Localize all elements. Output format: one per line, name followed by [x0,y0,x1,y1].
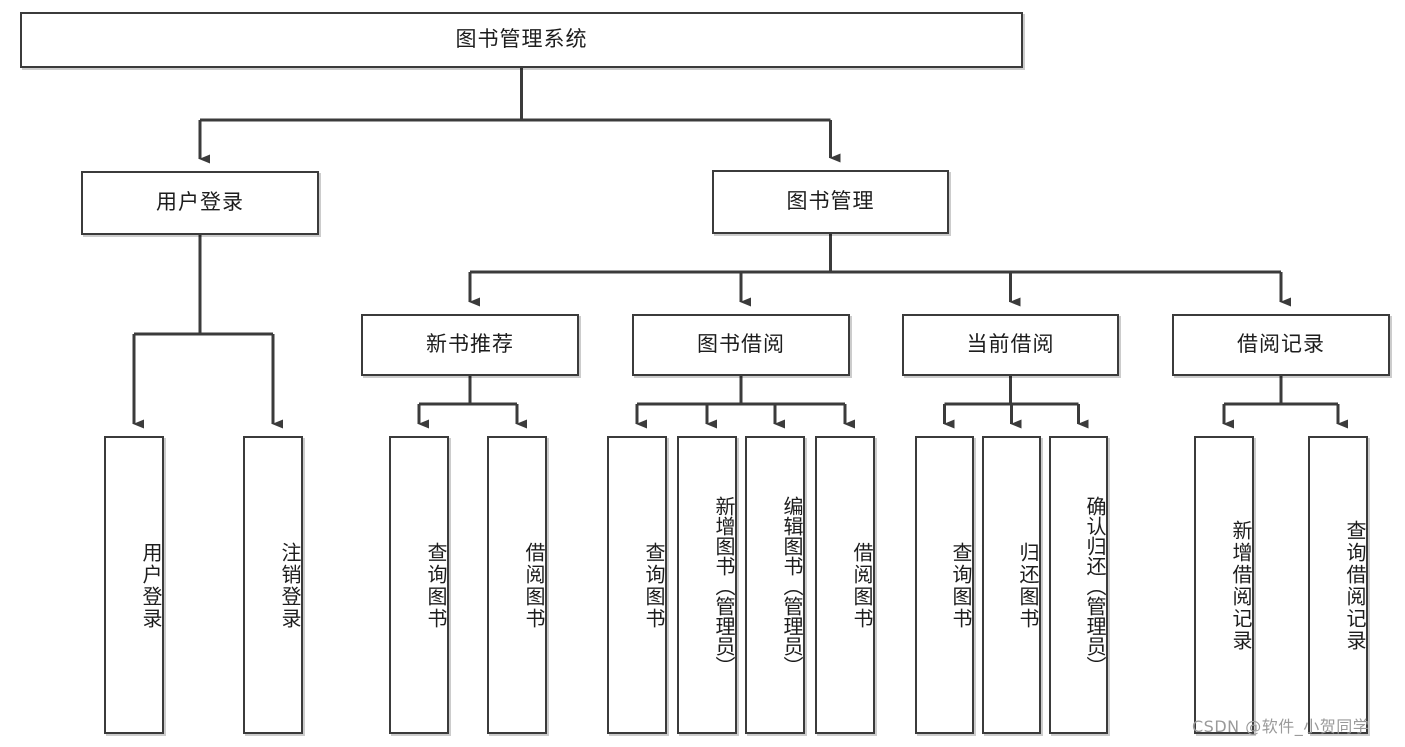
node-leaf-edit-book[interactable]: 编辑图书（管理员） [745,436,805,734]
node-leaf-query-book-2-label: 查询图书 [642,542,666,630]
node-leaf-return-book-label: 归还图书 [1016,542,1040,630]
node-new-book-recommend[interactable]: 新书推荐 [361,314,579,376]
node-new-book-recommend-label: 新书推荐 [426,332,514,357]
csdn-watermark: CSDN @软件_小贺同学 [1192,717,1370,736]
node-leaf-confirm-return[interactable]: 确认归还（管理员） [1049,436,1108,734]
node-leaf-add-book[interactable]: 新增图书（管理员） [677,436,737,734]
node-current-borrow[interactable]: 当前借阅 [902,314,1119,376]
node-book-management-label: 图书管理 [786,189,875,214]
node-leaf-user-logout-label: 注销登录 [278,542,302,630]
node-leaf-query-book-1[interactable]: 查询图书 [389,436,449,734]
node-leaf-query-book-3[interactable]: 查询图书 [915,436,974,734]
node-leaf-user-logout[interactable]: 注销登录 [243,436,303,734]
node-user-login[interactable]: 用户登录 [81,171,319,235]
node-borrow-record[interactable]: 借阅记录 [1172,314,1390,376]
node-root-label: 图书管理系统 [455,27,588,52]
node-leaf-query-book-3-label: 查询图书 [949,542,973,630]
node-book-management[interactable]: 图书管理 [712,170,949,234]
node-leaf-add-record[interactable]: 新增借阅记录 [1194,436,1254,734]
node-book-borrow-label: 图书借阅 [697,332,785,357]
node-leaf-confirm-return-label: 确认归还（管理员） [1083,495,1107,676]
node-leaf-user-login-label: 用户登录 [139,542,163,630]
node-leaf-query-record[interactable]: 查询借阅记录 [1308,436,1368,734]
node-leaf-query-book-1-label: 查询图书 [424,542,448,630]
node-leaf-query-book-2[interactable]: 查询图书 [607,436,667,734]
node-user-login-label: 用户登录 [156,190,244,215]
node-leaf-borrow-book-2[interactable]: 借阅图书 [815,436,875,734]
node-root[interactable]: 图书管理系统 [20,12,1023,68]
node-leaf-return-book[interactable]: 归还图书 [982,436,1041,734]
node-borrow-record-label: 借阅记录 [1237,332,1325,357]
node-leaf-user-login[interactable]: 用户登录 [104,436,164,734]
node-current-borrow-label: 当前借阅 [966,332,1055,357]
node-book-borrow[interactable]: 图书借阅 [632,314,850,376]
node-leaf-add-record-label: 新增借阅记录 [1229,520,1253,652]
node-leaf-borrow-book-1-label: 借阅图书 [522,542,546,630]
node-leaf-borrow-book-2-label: 借阅图书 [850,542,874,630]
node-leaf-query-record-label: 查询借阅记录 [1343,520,1367,652]
node-leaf-edit-book-label: 编辑图书（管理员） [780,495,804,676]
node-leaf-add-book-label: 新增图书（管理员） [712,495,736,676]
node-leaf-borrow-book-1[interactable]: 借阅图书 [487,436,547,734]
